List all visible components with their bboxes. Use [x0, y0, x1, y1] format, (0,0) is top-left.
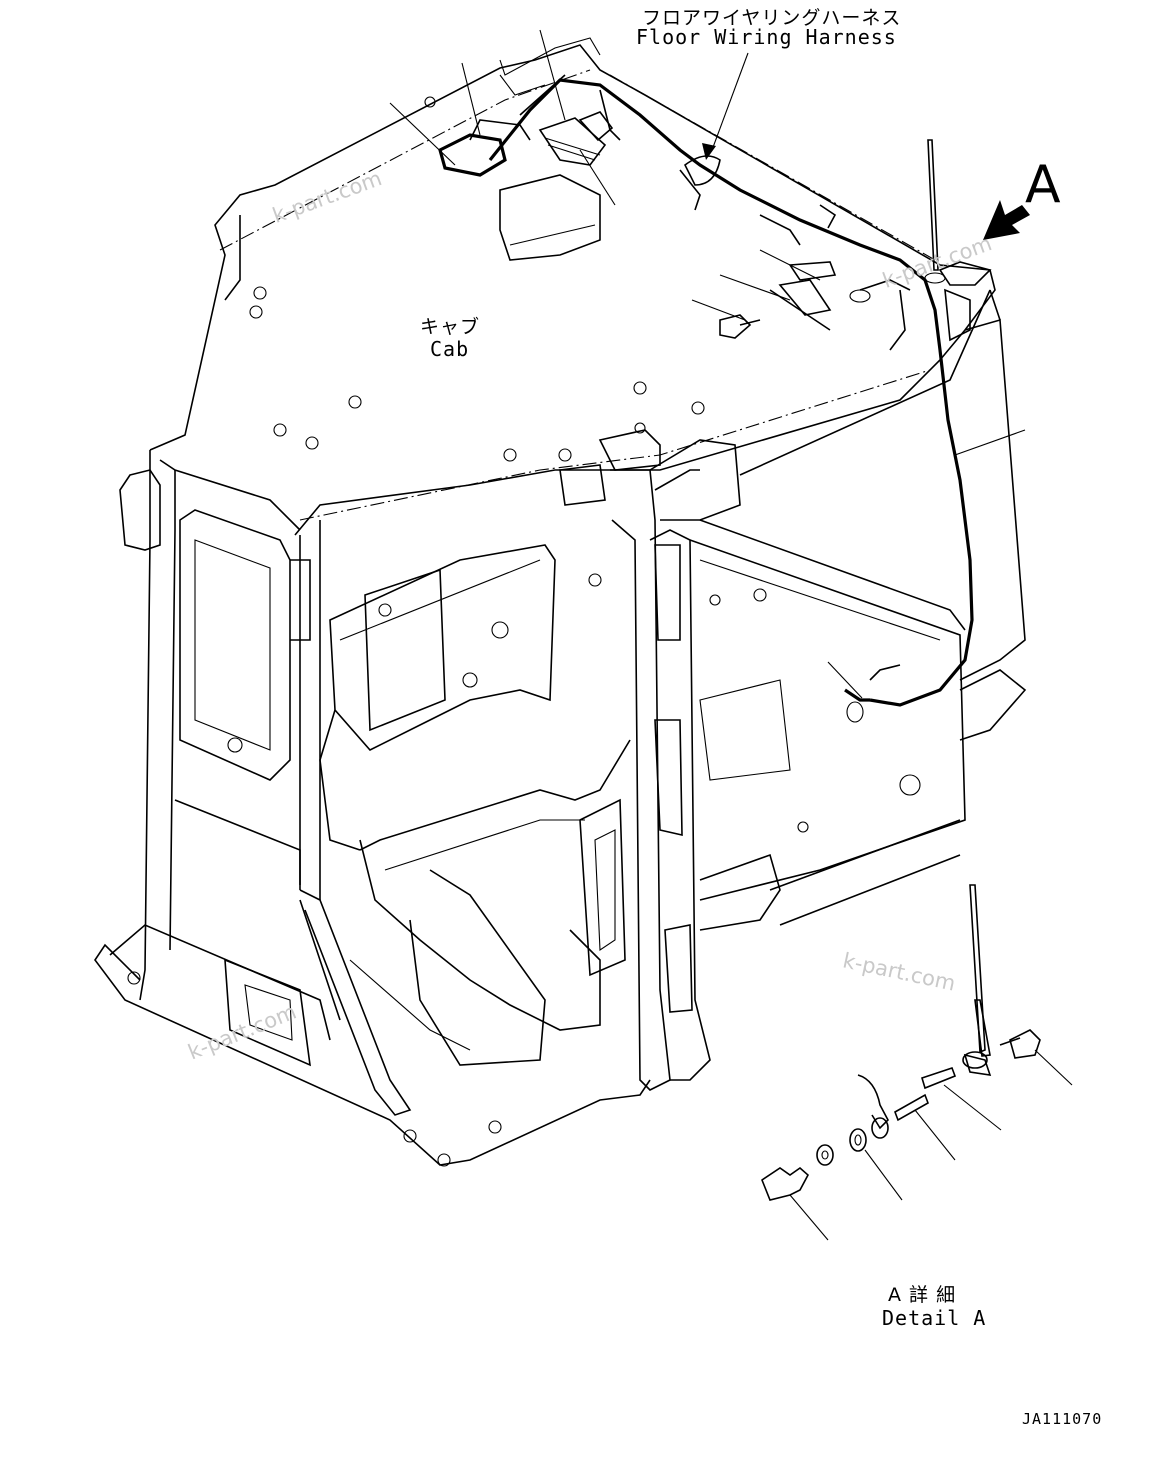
cab-roof	[149, 37, 996, 536]
harness-label-en: Floor Wiring Harness	[636, 25, 897, 49]
antenna-on-cab	[924, 139, 946, 284]
view-arrow-icon	[983, 200, 1030, 240]
cab-left-frame	[94, 450, 651, 1167]
cab-center-pillar	[559, 429, 711, 1091]
cab-center-panels	[319, 544, 631, 1066]
detail-label-jp: A 詳 細	[888, 1284, 957, 1306]
view-letter-a: A	[1025, 155, 1061, 215]
cab-label-en: Cab	[430, 337, 470, 361]
harness-label-jp: フロアワイヤリングハーネス	[642, 7, 902, 29]
cab-label-jp: キャブ	[420, 316, 481, 338]
cab-rear-frame	[649, 261, 1027, 931]
detail-a-parts	[761, 884, 1073, 1241]
leader-lines	[389, 29, 1026, 699]
detail-label-en: Detail A	[882, 1306, 987, 1330]
drawing-code: JA111070	[1022, 1410, 1103, 1428]
floor-wiring-harness	[438, 74, 974, 723]
